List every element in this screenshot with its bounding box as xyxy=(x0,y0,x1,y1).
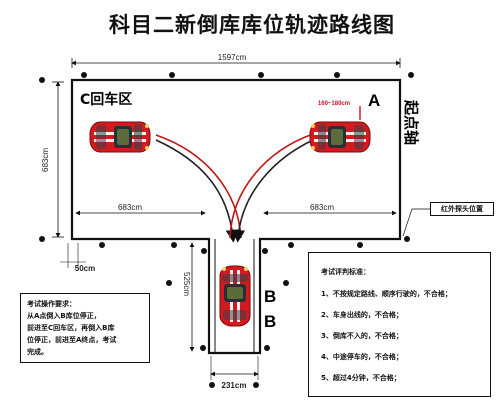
sensor-dot-icon xyxy=(171,242,177,248)
track-right-dark xyxy=(232,139,314,243)
sensor-dot-icon xyxy=(283,280,289,286)
criteria-item: 4、中途停车的，不合格； xyxy=(321,353,403,361)
corner-gap-label: 50cm xyxy=(75,264,95,273)
criteria-item: 5、超过4分钟，不合格； xyxy=(321,374,401,382)
sensor-dot-icon xyxy=(169,72,175,78)
left-half-label: 683cm xyxy=(118,203,142,212)
red-sports-car-icon xyxy=(89,121,151,153)
sensor-dot-icon xyxy=(262,248,268,254)
sensor-dot-icon xyxy=(357,242,363,248)
criteria-item: 3、倒库不入的，不合格； xyxy=(321,332,403,340)
sensor-dot-icon xyxy=(253,382,259,388)
criteria-item: 1、不按规定路线、顺序行驶的，不合格； xyxy=(321,290,452,298)
sensor-dot-icon xyxy=(166,280,172,286)
sensor-dot-icon xyxy=(81,72,87,78)
procedure-title: 考试操作要求： xyxy=(27,300,76,308)
sensor-dot-icon xyxy=(39,236,45,242)
sensor-dots xyxy=(39,72,414,388)
red-sports-car-icon xyxy=(219,265,251,327)
sensor-pointer xyxy=(402,208,430,237)
left-dimension-label: 683cm xyxy=(41,148,50,172)
criteria-box: 考试评判标准： 1、不按规定路线、顺序行驶的，不合格； 2、车身出线的，不合格；… xyxy=(308,252,491,397)
sensor-dot-icon xyxy=(200,345,206,351)
procedure-text: 从A点倒入B库位停正， 前进至C回车区，再倒入B库 位停正，前进至A终点，考试 … xyxy=(27,312,117,356)
sensor-dot-icon xyxy=(408,72,414,78)
sensor-dot-icon xyxy=(264,345,270,351)
right-half-label: 683cm xyxy=(310,203,334,212)
b-garage-label-2: B xyxy=(264,312,276,331)
a-point-label: A xyxy=(368,91,380,110)
sensor-position-label: 红外探头位置 xyxy=(430,202,494,216)
sensor-dot-icon xyxy=(288,242,294,248)
red-sports-car-icon xyxy=(309,121,371,153)
sensor-dot-icon xyxy=(404,236,410,242)
lane-width-label: 231cm xyxy=(222,381,247,390)
lane-depth-label: 525cm xyxy=(182,272,191,296)
b-garage-label-1: B xyxy=(264,287,276,306)
sensor-dot-icon xyxy=(258,72,264,78)
sensor-dot-icon xyxy=(99,242,105,248)
track-left-dark xyxy=(155,139,239,243)
start-axis-label: 起点轴 xyxy=(402,99,420,145)
criteria-title: 考试评判标准： xyxy=(321,268,370,276)
procedure-box: 考试操作要求： 从A点倒入B库位停正， 前进至C回车区，再倒入B库 位停正，前进… xyxy=(20,293,150,363)
sensor-dot-icon xyxy=(209,382,215,388)
sensor-dot-icon xyxy=(39,77,45,83)
track-right-red xyxy=(229,133,314,239)
sensor-dot-icon xyxy=(201,248,207,254)
c-zone-label: C回车区 xyxy=(80,91,132,108)
stop-range-label: 160~180cm xyxy=(318,101,350,107)
sensor-dot-icon xyxy=(334,72,340,78)
diagram-title: 科目二新倒库库位轨迹路线图 xyxy=(109,13,395,37)
top-dimension-label: 1597cm xyxy=(218,53,247,62)
field-outline xyxy=(70,78,402,355)
criteria-item: 2、车身出线的，不合格； xyxy=(321,311,403,319)
track-left-red xyxy=(155,134,242,239)
